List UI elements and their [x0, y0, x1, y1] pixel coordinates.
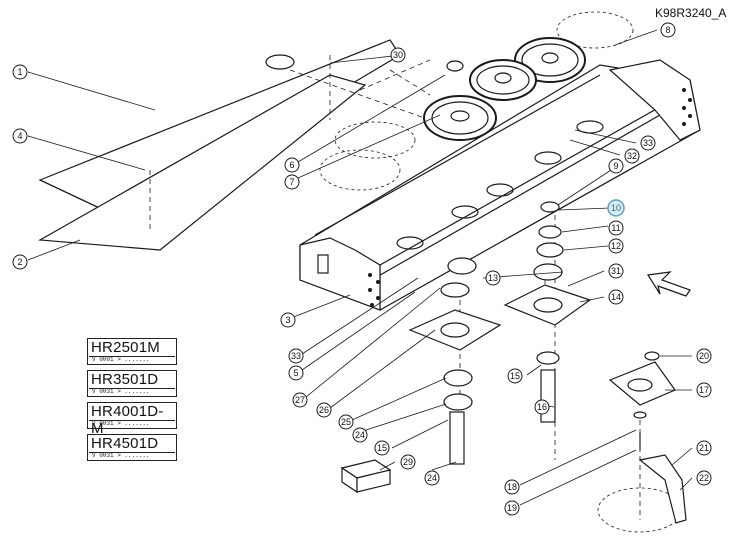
callout-24: [352, 427, 368, 443]
svg-text:15: 15: [510, 371, 520, 381]
callout-2: [12, 254, 28, 270]
callout-32: [640, 135, 656, 151]
model-name: HR2501M: [91, 339, 160, 356]
callout-6: [284, 157, 300, 173]
callout-17: [696, 382, 712, 398]
svg-text:29: 29: [403, 457, 413, 467]
gear-train: [423, 37, 586, 141]
model-serial: V 0031 > .......: [92, 420, 150, 427]
svg-text:16: 16: [537, 402, 547, 412]
svg-text:33: 33: [643, 138, 653, 148]
svg-text:14: 14: [611, 292, 621, 302]
svg-text:3: 3: [285, 315, 290, 325]
callout-25: [338, 414, 354, 430]
callout-26: [316, 402, 332, 418]
svg-text:17: 17: [699, 385, 709, 395]
svg-text:9: 9: [613, 161, 618, 171]
svg-text:4: 4: [17, 131, 22, 141]
svg-text:11: 11: [611, 223, 620, 233]
callout-1: [12, 64, 28, 80]
callout-3: [280, 312, 296, 328]
svg-text:7: 7: [289, 177, 294, 187]
direction-arrow: [646, 271, 691, 297]
model-name: HR4501D: [91, 435, 159, 452]
callout-15a: [374, 440, 390, 456]
callout-33: [288, 348, 304, 364]
svg-text:10: 10: [611, 203, 621, 213]
svg-text:19: 19: [507, 503, 517, 513]
callout-5: [288, 365, 304, 381]
svg-text:24: 24: [427, 473, 437, 483]
svg-text:18: 18: [507, 482, 517, 492]
svg-text:12: 12: [611, 241, 621, 251]
callout-9: [608, 158, 624, 174]
beam-housing: [299, 59, 701, 311]
model-box: HR4501D V 0031 > .......: [87, 434, 177, 461]
callout-20: [696, 348, 712, 364]
callout-21: [696, 440, 712, 456]
callout-29: [390, 47, 406, 63]
callout-12: [608, 238, 624, 254]
model-name: HR4001D-M: [91, 403, 164, 437]
callout-30: [608, 263, 624, 279]
svg-text:26: 26: [319, 405, 329, 415]
callout-22: [696, 470, 712, 486]
model-serial: V 0031 > .......: [92, 388, 150, 395]
svg-text:25: 25: [341, 417, 351, 427]
callout-28: [400, 454, 416, 470]
bearing-stack: [440, 201, 564, 411]
callout-4: [12, 128, 28, 144]
svg-text:13: 13: [488, 273, 498, 283]
model-box: HR4001D-M V 0031 > .......: [87, 402, 177, 437]
svg-text:1: 1: [17, 67, 22, 77]
flange-base-left: [408, 309, 502, 351]
callout-15b: [507, 368, 523, 384]
svg-text:21: 21: [699, 443, 709, 453]
callout-8: [660, 22, 676, 38]
model-box: HR3501D V 0031 > .......: [87, 370, 177, 397]
callout-11: [608, 220, 624, 236]
svg-text:22: 22: [699, 473, 709, 483]
svg-text:5: 5: [293, 368, 298, 378]
parts-kit-box: [340, 459, 392, 494]
svg-text:2: 2: [17, 257, 22, 267]
svg-text:31: 31: [611, 266, 621, 276]
svg-text:27: 27: [295, 395, 305, 405]
svg-text:24: 24: [355, 430, 365, 440]
svg-text:32: 32: [627, 151, 637, 161]
callout-10-highlighted: [607, 199, 625, 217]
svg-text:6: 6: [289, 160, 294, 170]
shaft-23: [449, 411, 465, 465]
svg-text:30: 30: [393, 50, 403, 60]
callout-14: [608, 289, 624, 305]
callout-7: [284, 174, 300, 190]
callout-13: [485, 270, 501, 286]
model-name: HR3501D: [91, 371, 159, 388]
model-serial: V 0001 > .......: [92, 356, 150, 363]
callout-23: [424, 470, 440, 486]
svg-text:15: 15: [377, 443, 387, 453]
callout-16: [534, 399, 550, 415]
skid: [638, 454, 687, 524]
drawing-reference: K98R3240_A: [655, 6, 727, 20]
callout-19: [504, 500, 520, 516]
callout-18: [504, 479, 520, 495]
svg-text:20: 20: [699, 351, 709, 361]
svg-text:33: 33: [291, 351, 301, 361]
callout-31: [624, 148, 640, 164]
model-serial: V 0031 > .......: [92, 452, 150, 459]
svg-text:8: 8: [665, 25, 670, 35]
callout-27: [292, 392, 308, 408]
model-box: HR2501M V 0001 > .......: [87, 338, 177, 365]
flange-assembly-17: [608, 361, 676, 406]
flange-base-right: [503, 284, 592, 326]
gasket-plate: [38, 74, 367, 251]
